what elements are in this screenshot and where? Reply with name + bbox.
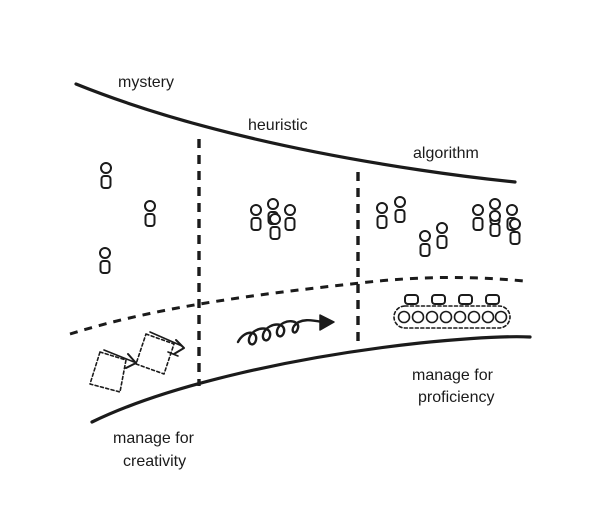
conveyor-items [404,294,500,305]
label-creativity-line2: creativity [123,453,186,470]
box-icon [89,349,137,393]
label-proficiency-line2: proficiency [418,389,494,406]
person-icon [144,200,156,227]
person-icon [394,196,406,223]
person-icon [284,204,296,231]
heuristic-people-group [250,198,296,240]
label-creativity-line1: manage for [113,430,195,447]
person-icon [99,247,111,274]
label-algorithm: algorithm [413,145,479,162]
person-icon [472,204,484,231]
person-icon [436,222,448,249]
dashed-flow-line [69,275,525,336]
person-icon [509,218,521,245]
spiral-arrow-icon [236,314,335,346]
person-icon [419,230,431,257]
label-proficiency-line1: manage for [412,367,494,384]
person-icon [250,204,262,231]
top-boundary-curve [74,82,517,184]
conveyor-belt-icon [393,294,511,329]
person-icon [100,162,112,189]
algorithm-people-group [376,196,521,257]
bottom-boundary-curve [90,335,532,424]
person-icon [376,202,388,229]
person-icon [269,213,281,240]
box-icon [135,331,185,375]
label-heuristic: heuristic [248,117,308,134]
conveyor-rollers [397,310,508,324]
person-icon [489,210,501,237]
label-mystery: mystery [118,74,174,91]
mystery-people-group [99,162,156,274]
